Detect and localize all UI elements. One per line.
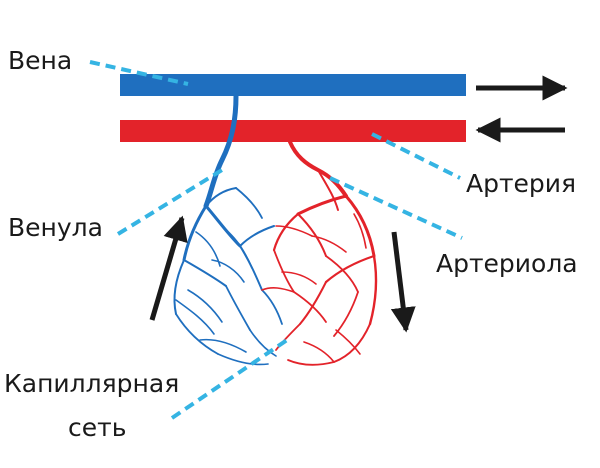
venule-label: Венула: [8, 213, 103, 242]
arteriole-branches: [261, 140, 378, 366]
vein-vessel: [120, 74, 466, 96]
artery-vessel: [120, 120, 466, 142]
capillary-label-line2: сеть: [68, 413, 126, 442]
artery-pointer: [371, 132, 461, 180]
venule-branches: [173, 93, 283, 366]
vein-pointer: [89, 60, 189, 86]
arteriole-pointer: [329, 176, 463, 240]
arterial-flow-arrow: [390, 231, 416, 333]
capillary-pointer: [170, 336, 292, 420]
venule-pointer: [116, 168, 224, 236]
pointer-lines: [89, 60, 463, 420]
artery-label: Артерия: [466, 169, 576, 198]
venous-return-arrow: [149, 215, 188, 321]
vein-label: Вена: [8, 46, 72, 75]
capillary-network: [173, 93, 378, 366]
arteriole-label: Артериола: [436, 249, 578, 278]
capillary-label-line1: Капиллярная: [4, 369, 179, 398]
